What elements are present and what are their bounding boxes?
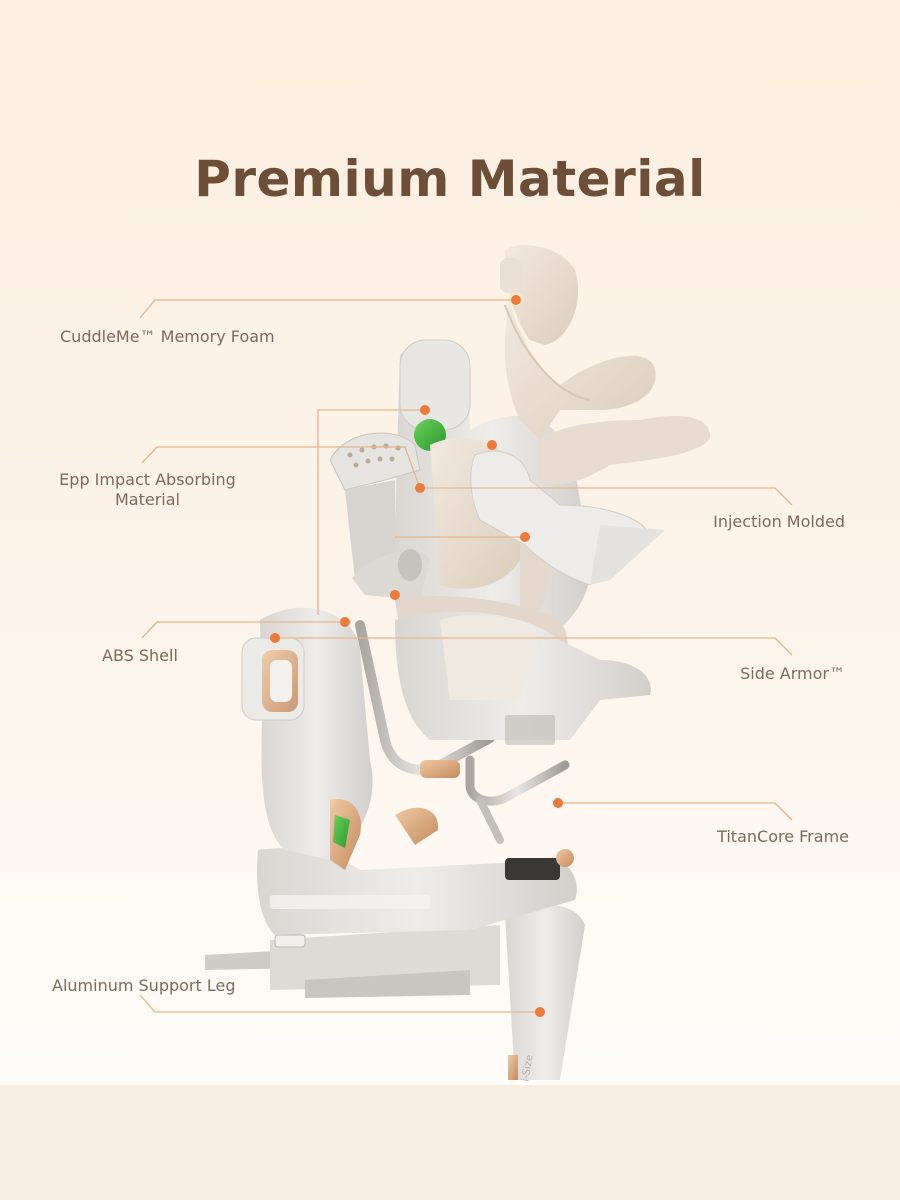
label-injection-molded: Injection Molded: [713, 512, 845, 531]
callout-dot-titancore: [553, 798, 563, 808]
callout-dot-epp-lower: [390, 590, 400, 600]
callout-dot-memory-foam: [511, 295, 521, 305]
background-footer-band: [0, 1085, 900, 1200]
label-epp-line2: Material: [115, 490, 180, 509]
seat-base: [256, 848, 577, 935]
label-memory-foam: CuddleMe™ Memory Foam: [60, 327, 275, 346]
page-title: Premium Material: [194, 150, 706, 208]
support-leg: i-Size: [505, 904, 585, 1083]
abs-shell: [241, 607, 439, 870]
label-aluminum-leg: Aluminum Support Leg: [52, 976, 236, 995]
isofix-base: [205, 925, 500, 998]
callout-dot-abs-upper: [420, 405, 430, 415]
injection-molded-panel: [470, 450, 665, 586]
label-epp-line1: Epp Impact Absorbing: [59, 470, 236, 489]
i-size-marking: i-Size: [520, 1054, 536, 1082]
side-armor: [395, 611, 651, 745]
titancore-frame: [355, 620, 570, 844]
label-titancore: TitanCore Frame: [717, 827, 849, 846]
callout-dot-side-armor: [270, 633, 280, 643]
callout-dot-leg: [535, 1007, 545, 1017]
label-abs-shell: ABS Shell: [102, 646, 178, 665]
leader-lines: [139, 299, 793, 1013]
callout-dot-foam-lower: [487, 440, 497, 450]
label-epp: Epp Impact Absorbing Material: [50, 470, 245, 510]
callout-dots: [270, 295, 563, 1017]
callout-dot-epp: [415, 483, 425, 493]
memory-foam-insert: [500, 245, 711, 485]
label-side-armor: Side Armor™: [740, 664, 845, 683]
callout-dot-abs-shell: [340, 617, 350, 627]
callout-dot-injection: [520, 532, 530, 542]
